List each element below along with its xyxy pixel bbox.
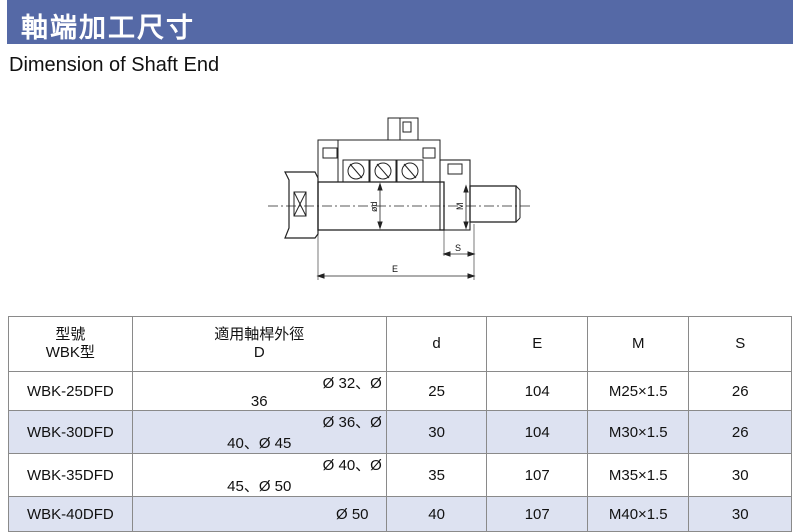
cell-s: 30: [688, 453, 792, 497]
table-row: WBK-35DFD Ø 40、Ø 45、Ø 50 35 107 M35×1.5 …: [8, 453, 792, 497]
cell-m: M25×1.5: [587, 371, 690, 411]
cell-model: WBK-35DFD: [8, 453, 133, 497]
cell-s: 26: [688, 410, 792, 454]
cell-m: M30×1.5: [587, 410, 690, 454]
shaft-end-drawing: ød M S E: [268, 117, 530, 280]
table-row: WBK-30DFD Ø 36、Ø 40、Ø 45 30 104 M30×1.5 …: [8, 410, 792, 454]
cell-d: 25: [385, 371, 488, 411]
cell-e: 104: [486, 371, 589, 411]
table-header-row: 型號 WBK型 適用軸桿外徑 D d E M S: [8, 316, 792, 372]
header-s: S: [688, 316, 792, 372]
header-model: 型號 WBK型: [8, 316, 133, 372]
cell-d: 40: [385, 496, 488, 532]
header-m: M: [587, 316, 690, 372]
cell-e: 104: [486, 410, 589, 454]
label-d: ød: [369, 201, 379, 212]
section-subtitle: Dimension of Shaft End: [9, 54, 220, 76]
cell-e: 107: [486, 496, 589, 532]
section-title: 軸端加工尺寸: [21, 13, 195, 44]
cell-shaft: Ø 36、Ø 40、Ø 45: [131, 410, 387, 454]
header-d: d: [385, 316, 488, 372]
cell-s: 26: [688, 371, 792, 411]
cell-d: 35: [385, 453, 488, 497]
label-e: E: [392, 264, 398, 274]
table-row: WBK-40DFD Ø 50 40 107 M40×1.5 30: [8, 496, 792, 532]
header-e: E: [486, 316, 589, 372]
section-title-bar: 軸端加工尺寸: [7, 0, 793, 44]
cell-s: 30: [688, 496, 792, 532]
table-row: WBK-25DFD Ø 32、Ø 36 25 104 M25×1.5 26: [8, 371, 792, 411]
cell-e: 107: [486, 453, 589, 497]
cell-m: M40×1.5: [587, 496, 690, 532]
cell-m: M35×1.5: [587, 453, 690, 497]
cell-model: WBK-25DFD: [8, 371, 133, 411]
cell-shaft: Ø 32、Ø 36: [131, 371, 387, 411]
label-m: M: [455, 203, 465, 211]
label-s: S: [455, 243, 461, 253]
dimension-table: 型號 WBK型 適用軸桿外徑 D d E M S WBK-25DFD Ø 32、…: [8, 316, 792, 532]
cell-shaft: Ø 40、Ø 45、Ø 50: [131, 453, 387, 497]
cell-d: 30: [385, 410, 488, 454]
cell-model: WBK-40DFD: [8, 496, 133, 532]
header-shaft-diameter: 適用軸桿外徑 D: [131, 316, 387, 372]
cell-model: WBK-30DFD: [8, 410, 133, 454]
cell-shaft: Ø 50: [131, 496, 387, 532]
